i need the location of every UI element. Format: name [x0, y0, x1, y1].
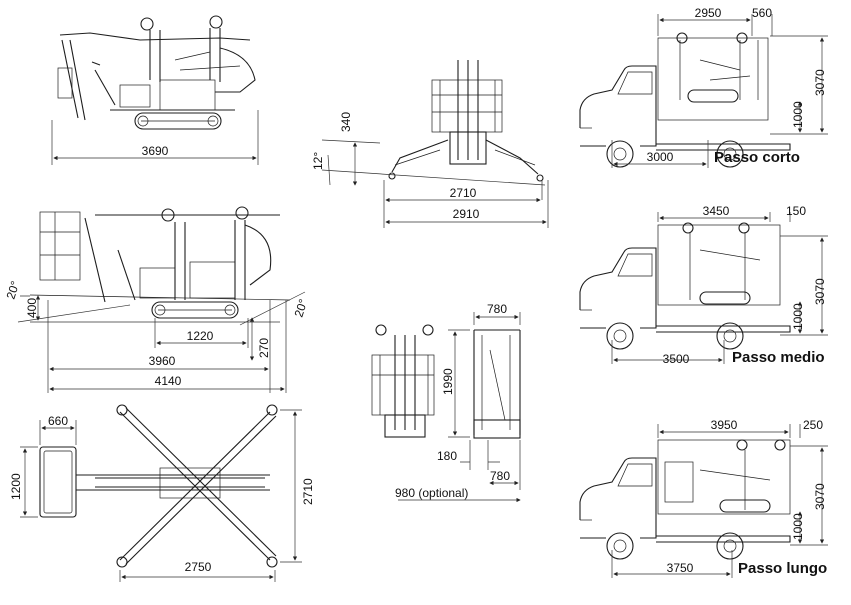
dim-label: 400 — [25, 298, 39, 318]
dim-label: 2950 — [695, 6, 722, 20]
side-view-top — [57, 15, 256, 130]
angle-label-left: 20° — [4, 279, 23, 301]
dim-label: 3070 — [813, 483, 827, 510]
dim-side-middle: 20° 20° 400 1220 270 3960 4140 — [4, 279, 311, 393]
dim-label: 3070 — [813, 69, 827, 96]
dim-label: 3960 — [149, 354, 176, 368]
dim-label: 2710 — [301, 478, 315, 505]
dim-label: 780 — [490, 469, 510, 483]
dim-label: 270 — [257, 338, 271, 358]
truck-passo-lungo — [579, 439, 791, 560]
dim-340-12deg: 340 12° — [311, 112, 546, 186]
dim-label: 780 — [487, 302, 507, 316]
dim-label: 660 — [48, 414, 68, 428]
dim-2710-2910: 2710 2910 — [383, 180, 549, 228]
dim-label: 3690 — [142, 144, 169, 158]
dim-label: 3450 — [703, 204, 730, 218]
dim-3690: 3690 — [51, 110, 259, 165]
dim-label: 3000 — [647, 150, 674, 164]
front-view-outriggers — [388, 60, 544, 182]
dim-label: 3500 — [663, 352, 690, 366]
angle-label-right: 20° — [292, 297, 311, 319]
dim-label: 250 — [803, 418, 823, 432]
dim-label: 3750 — [667, 561, 694, 575]
dim-truck-3: 3950 250 3070 1000 3750 Passo lungo — [611, 418, 828, 578]
dim-label: 1000 — [791, 513, 805, 540]
dim-label: 1990 — [441, 368, 455, 395]
truck-label: Passo lungo — [738, 560, 827, 577]
dim-label: 3950 — [711, 418, 738, 432]
dim-truck-1: 2950 560 3070 1000 3000 Passo corto — [611, 6, 828, 168]
dim-label: 980 (optional) — [395, 486, 468, 500]
dim-label: 4140 — [155, 374, 182, 388]
dim-label: 150 — [786, 204, 806, 218]
truck-passo-medio — [579, 222, 791, 350]
dim-plan: 660 1200 2750 2710 — [9, 409, 315, 582]
dim-label: 340 — [339, 112, 353, 132]
side-view-middle — [29, 206, 291, 319]
dim-label: 180 — [437, 449, 457, 463]
dim-label: 2910 — [453, 207, 480, 221]
dim-front-narrow: 780 1990 180 780 980 (optional) — [395, 302, 521, 503]
dim-label: 1000 — [791, 303, 805, 330]
dim-label: 2750 — [185, 560, 212, 574]
truck-passo-corto — [579, 32, 791, 168]
dim-label: 3070 — [813, 278, 827, 305]
front-view-narrow — [371, 324, 521, 439]
truck-label: Passo medio — [732, 349, 825, 366]
truck-label: Passo corto — [714, 149, 800, 166]
dim-label: 1200 — [9, 473, 23, 500]
plan-view — [39, 404, 278, 568]
dim-label: 1000 — [791, 101, 805, 128]
dim-label: 2710 — [450, 186, 477, 200]
dim-label: 1220 — [187, 329, 214, 343]
angle-label: 12° — [311, 152, 325, 170]
dim-label: 560 — [752, 6, 772, 20]
dim-truck-2: 3450 150 3070 1000 3500 Passo medio — [611, 204, 828, 366]
